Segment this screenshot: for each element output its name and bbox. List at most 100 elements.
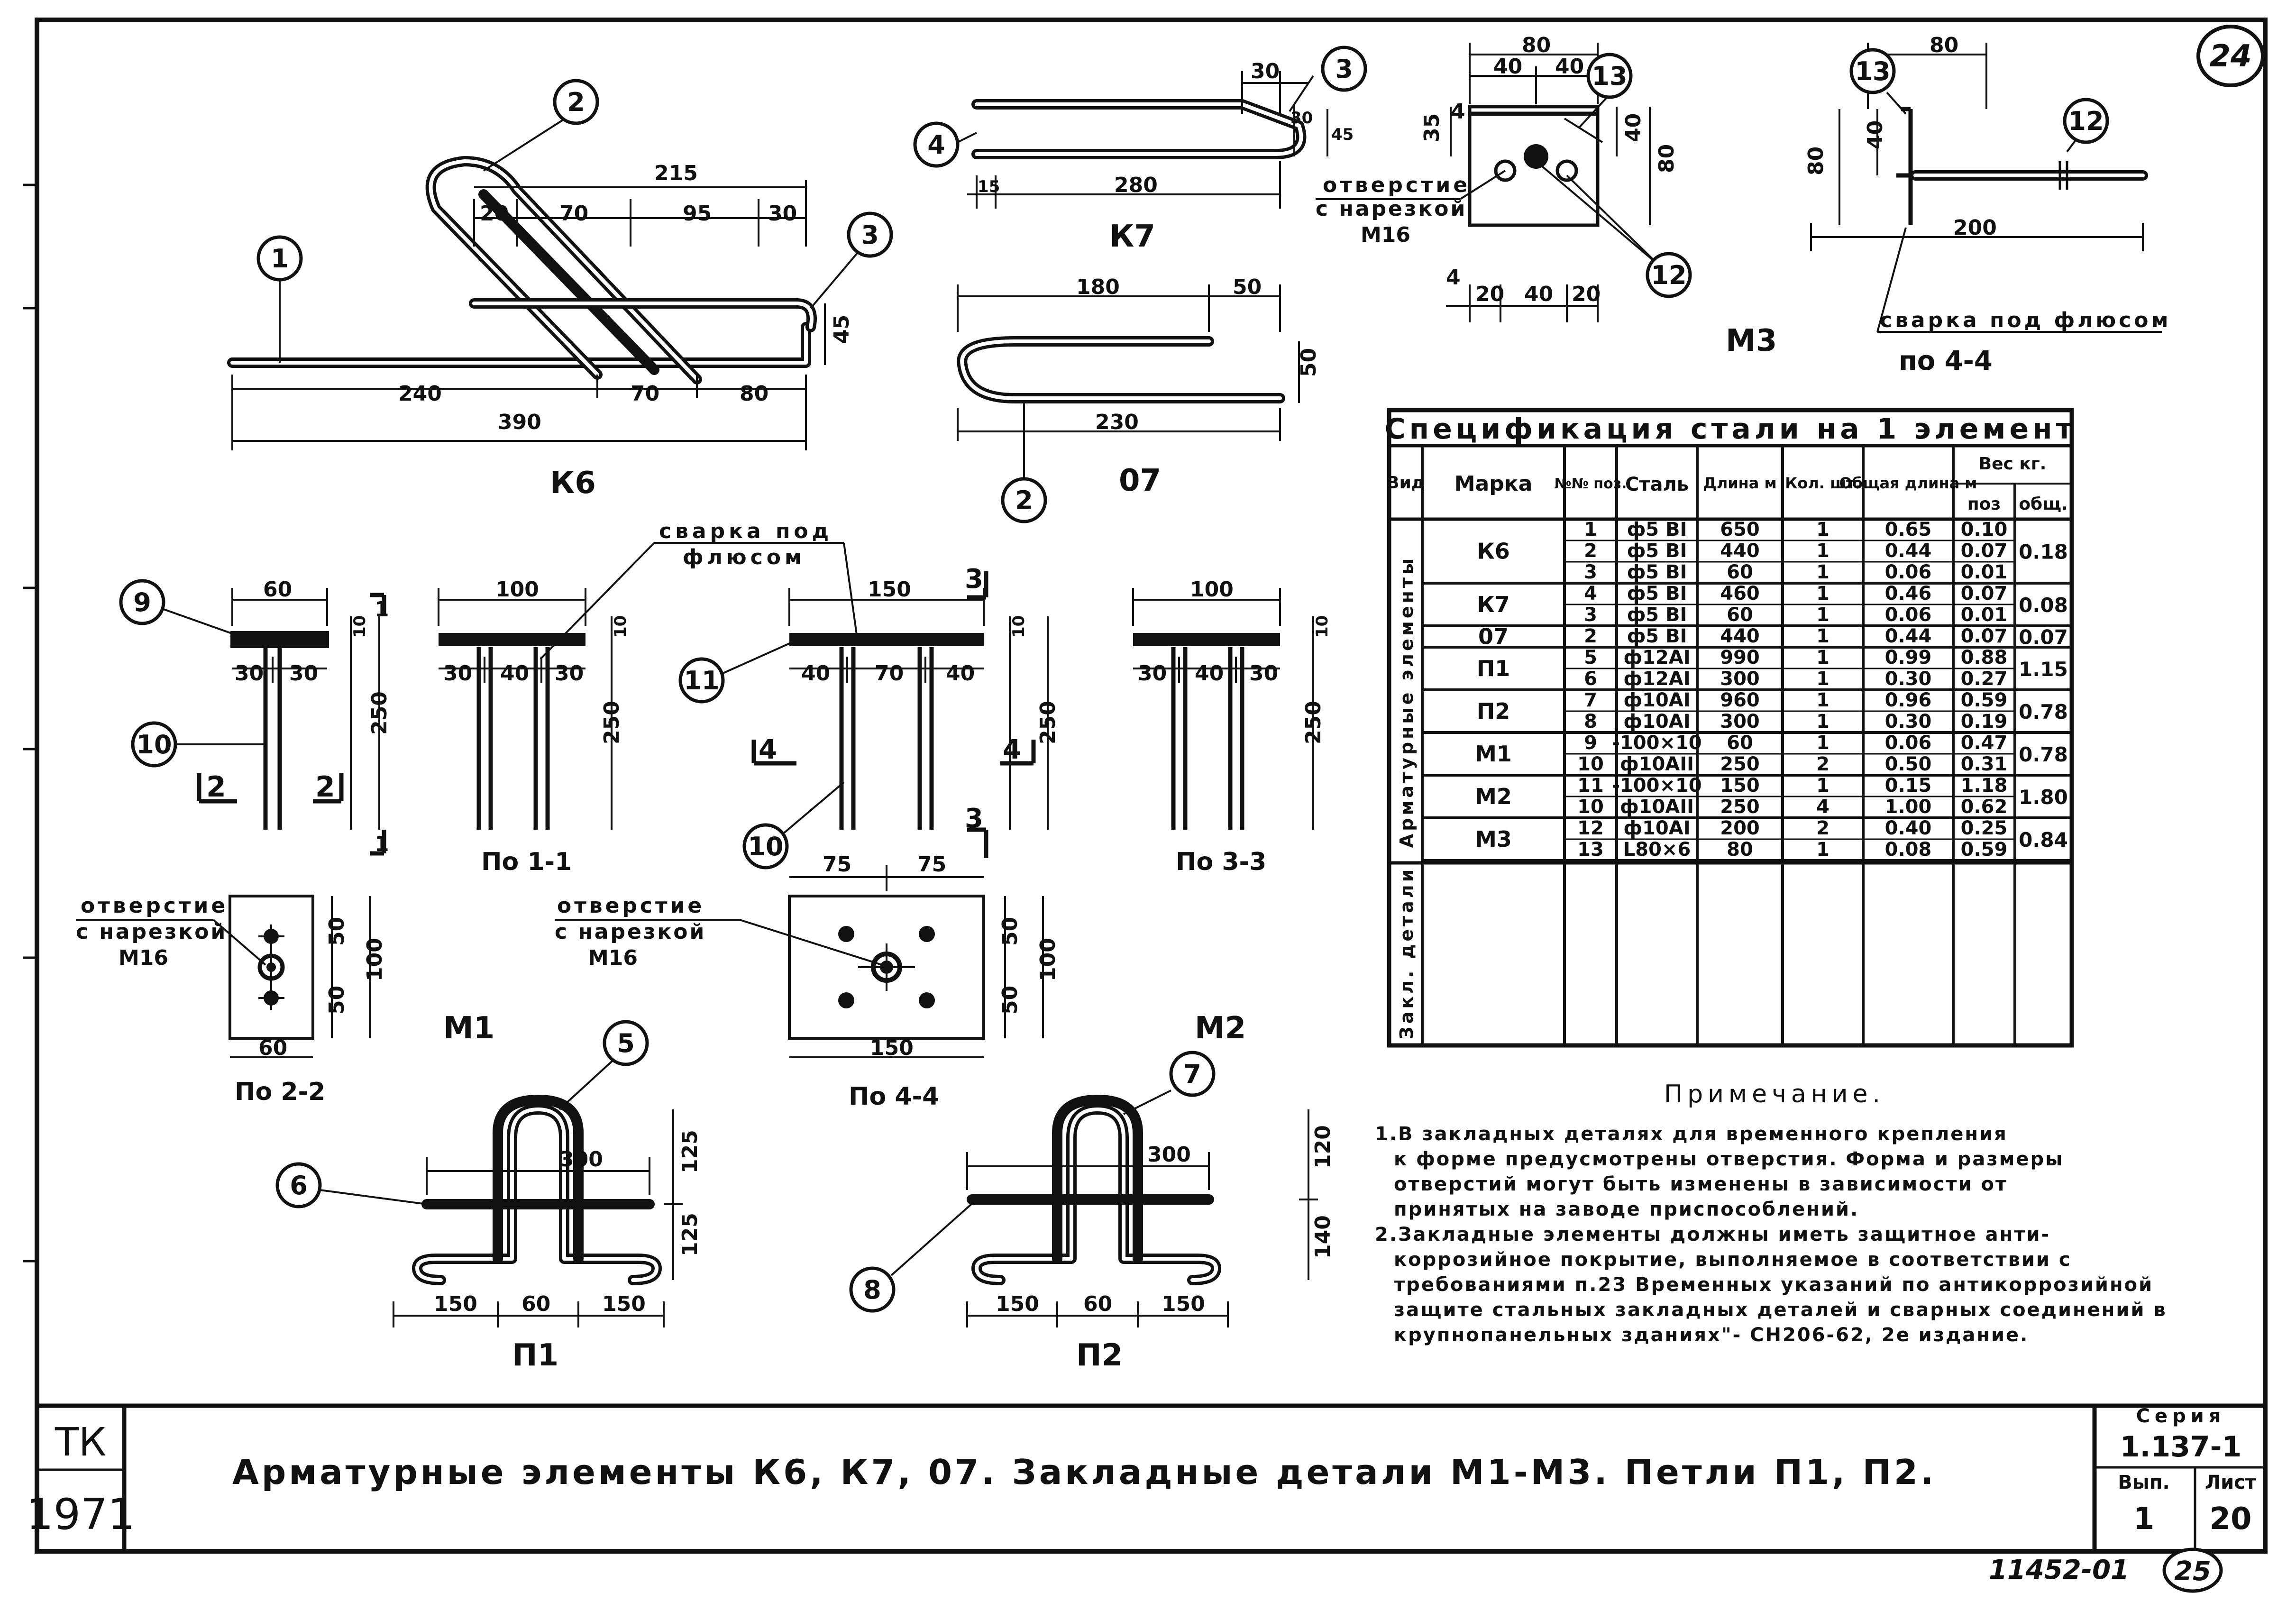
spec-cell-w: 0.88 xyxy=(1961,647,2008,668)
m3-dim-35: 35 xyxy=(1420,113,1444,142)
p2-dim-150b: 150 xyxy=(1162,1292,1205,1316)
spec-mark: М3 xyxy=(1475,826,1512,852)
spec-cell-tlen: 0.65 xyxy=(1885,519,1932,540)
m1-label: М1 xyxy=(443,1011,494,1046)
k6-dim-45: 45 xyxy=(830,315,854,344)
spec-cell-length: 250 xyxy=(1720,796,1760,818)
drawing-m2: 150 40 70 40 10 250 3 3 4 4 11 10 xyxy=(678,564,1060,870)
m1-sec-dim-40: 40 xyxy=(500,661,529,686)
hdr-pos: №№ поз. xyxy=(1555,476,1627,492)
spec-cell-length: 60 xyxy=(1727,561,1753,583)
hdr-vid: Вид xyxy=(1386,473,1425,493)
m1-dim-30b: 30 xyxy=(289,661,318,686)
weld-note-line2: флюсом xyxy=(683,545,805,569)
p1-dim-60: 60 xyxy=(521,1292,550,1316)
drawing-m1-section-1-1: 100 30 40 30 10 250 По 1-1 xyxy=(438,577,630,876)
spec-cell-qty: 1 xyxy=(1816,775,1829,796)
spec-cell-w: 0.47 xyxy=(1961,732,2008,754)
m3-side-dim-40: 40 xyxy=(1863,120,1887,149)
spec-total: 1.80 xyxy=(2019,786,2068,809)
spec-cell-qty: 1 xyxy=(1816,583,1829,604)
p2-callout-8: 8 xyxy=(863,1275,881,1305)
k6-dim-95: 95 xyxy=(683,201,712,226)
k6-dim-390: 390 xyxy=(498,410,541,434)
spec-cell-tlen: 0.08 xyxy=(1885,839,1932,861)
m1-plate-dim-60: 60 xyxy=(258,1036,287,1060)
p2-callout-7: 7 xyxy=(1183,1059,1201,1089)
drawing-m2-plate: 75 75 50 50 100 150 отверстие с нарезкой… xyxy=(555,852,1246,1111)
bottom-page-number: 25 xyxy=(2174,1556,2211,1587)
p1-label: П1 xyxy=(512,1338,558,1373)
spec-cell-steel: ф12AI xyxy=(1623,647,1690,668)
spec-cell-steel: ф10AII xyxy=(1620,796,1694,818)
notes-heading: Примечание. xyxy=(1664,1080,1885,1108)
note-line: 2.Закладные элементы должны иметь защитн… xyxy=(1375,1224,2050,1245)
p2-dim-150a: 150 xyxy=(996,1292,1039,1316)
m1-dim-10: 10 xyxy=(350,615,369,638)
p1-dim-300: 300 xyxy=(559,1147,603,1172)
drawing-m1-plate: 50 50 100 60 отверстие с нарезкой М16 По… xyxy=(76,894,494,1106)
hdr-weight-total: общ. xyxy=(2019,494,2067,514)
note-line: к форме предусмотрены отверстия. Форма и… xyxy=(1394,1148,2064,1170)
spec-cell-length: 960 xyxy=(1720,689,1760,711)
sheet-label: Лист xyxy=(2205,1472,2257,1493)
note-line: принятых на заводе приспособлений. xyxy=(1394,1199,1859,1220)
m3-label: М3 xyxy=(1726,323,1777,358)
spec-cell-steel: ф10AII xyxy=(1620,753,1694,775)
spec-cell-steel: -100×10 xyxy=(1612,732,1701,754)
k6-dim-70b: 70 xyxy=(631,382,659,406)
spec-mark: 07 xyxy=(1478,624,1509,650)
spec-cell-pos: 3 xyxy=(1584,604,1597,626)
spec-table: Спецификация стали на 1 элемент Вид Марк… xyxy=(1385,408,2074,1048)
m3-dim-40b: 40 xyxy=(1555,55,1584,79)
spec-cell-qty: 1 xyxy=(1816,647,1829,668)
group-label-embedded: Закл. детали xyxy=(1396,867,1417,1040)
spec-cell-tlen: 0.50 xyxy=(1885,753,1932,775)
m1-dim-60: 60 xyxy=(263,577,292,602)
m1-section-mark-2a: 2 xyxy=(206,770,226,804)
m2-plate-dim-50a: 50 xyxy=(998,917,1022,946)
m3-dim-40c: 40 xyxy=(1621,113,1646,142)
m2-plate-dim-50b: 50 xyxy=(998,986,1022,1015)
spec-cell-steel: -100×10 xyxy=(1612,775,1701,796)
sheet-number-badge: 24 xyxy=(2196,25,2265,87)
series-value: 1.137-1 xyxy=(2120,1430,2241,1464)
hdr-mark: Марка xyxy=(1454,472,1533,496)
m1-plate-dim-50b: 50 xyxy=(325,986,349,1015)
m2-hole-note-1: отверстие xyxy=(557,894,704,918)
k6-label: К6 xyxy=(550,466,596,501)
hdr-length: Длина м xyxy=(1703,474,1776,492)
hdr-qty: Кол. шт. xyxy=(1785,474,1861,492)
note-line: требованиями п.23 Временных указаний по … xyxy=(1394,1274,2153,1296)
p1-dim-150a: 150 xyxy=(434,1292,477,1316)
spec-cell-w: 0.10 xyxy=(1961,519,2008,540)
spec-cell-length: 650 xyxy=(1720,519,1760,540)
bottom-page-badge: 25 xyxy=(2162,1547,2223,1593)
m1-callout-9: 9 xyxy=(133,587,151,617)
m1-sec-dim-10: 10 xyxy=(611,615,630,638)
k6-dim-80: 80 xyxy=(740,382,768,406)
s33-dim-30a: 30 xyxy=(1138,661,1167,686)
p1-dim-125b: 125 xyxy=(678,1213,702,1256)
p2-label: П2 xyxy=(1076,1338,1123,1373)
spec-cell-tlen: 1.00 xyxy=(1885,796,1932,818)
m3-callout-13: 13 xyxy=(1592,61,1627,91)
spec-cell-length: 150 xyxy=(1720,775,1760,796)
hdr-total-length: Общая длина м xyxy=(1839,474,1977,492)
m2-callout-10: 10 xyxy=(748,832,783,861)
m2-section-mark-4a: 4 xyxy=(759,734,777,765)
spec-cell-length: 460 xyxy=(1720,583,1760,604)
spec-cell-length: 200 xyxy=(1720,817,1760,839)
sheet-value: 20 xyxy=(2209,1501,2251,1537)
spec-mark: П1 xyxy=(1477,656,1510,681)
m3-side-callout-13: 13 xyxy=(1855,56,1890,86)
p1-callout-6: 6 xyxy=(290,1171,308,1200)
note-line: защите стальных закладных деталей и свар… xyxy=(1394,1299,2167,1321)
o7-dim-50: 50 xyxy=(1233,275,1262,299)
m1-section-mark-1b: 1 xyxy=(375,832,389,856)
spec-total: 0.18 xyxy=(2019,540,2068,564)
spec-cell-pos: 10 xyxy=(1577,796,1604,818)
m1-section-mark-2b: 2 xyxy=(315,770,335,804)
p1-callout-5: 5 xyxy=(617,1028,635,1058)
